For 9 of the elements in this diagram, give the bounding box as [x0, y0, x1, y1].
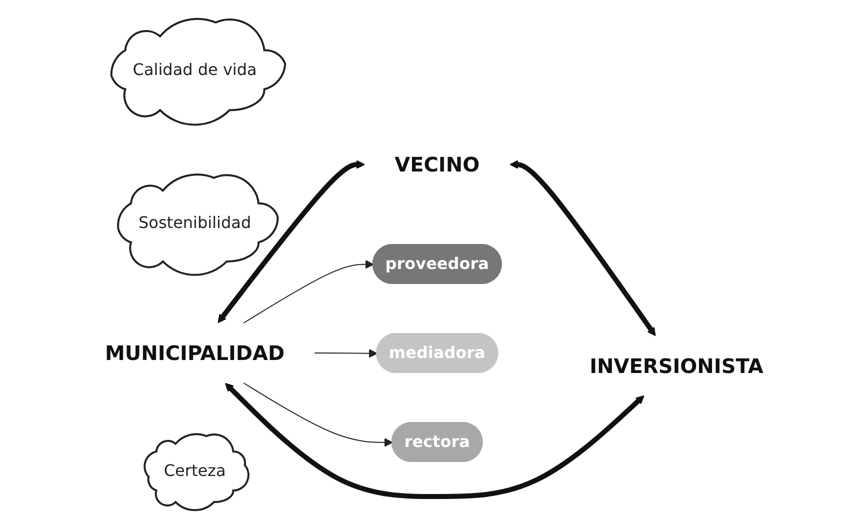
node-text: VECINO	[394, 152, 480, 176]
arrow	[224, 382, 644, 499]
arrow	[242, 382, 393, 447]
arrow	[314, 349, 378, 358]
node-text: MUNICIPALIDAD	[104, 341, 284, 365]
arrow	[218, 160, 365, 324]
arrow	[509, 160, 656, 336]
arrow	[242, 260, 374, 324]
node-text: INVERSIONISTA	[589, 354, 764, 378]
